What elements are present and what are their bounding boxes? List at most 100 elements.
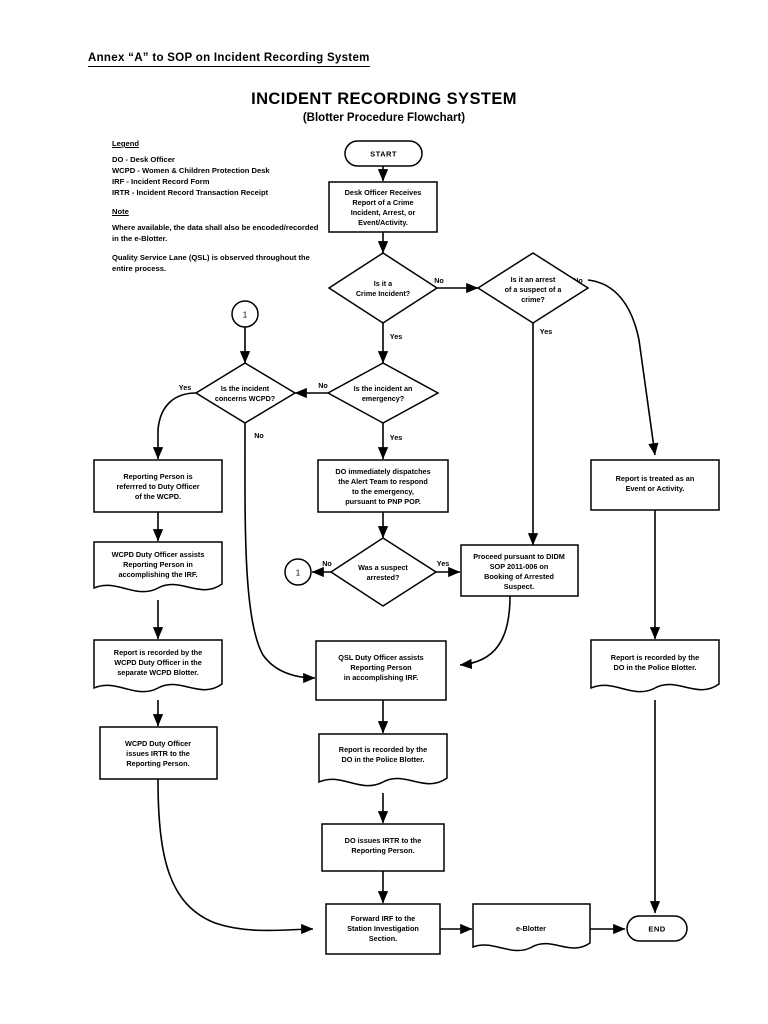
legend-entry: WCPD - Women & Children Protection Desk bbox=[112, 166, 270, 175]
node-start[interactable]: START bbox=[344, 140, 423, 167]
node-didm-line4: Suspect. bbox=[504, 582, 534, 591]
node-wcpdblot-line2: WCPD Duty Officer in the bbox=[114, 658, 202, 667]
node-receive-line3: Incident, Arrest, or bbox=[351, 208, 416, 217]
edge-label-emergency-no: No bbox=[318, 381, 328, 390]
node-forward-irf[interactable]: Forward IRF to the Station Investigation… bbox=[325, 903, 441, 955]
node-decision-emergency[interactable]: Is the incident an emergency? bbox=[326, 362, 440, 424]
node-decision-wcpd[interactable]: Is the incident concerns WCPD? bbox=[194, 362, 297, 424]
node-suspect-line1: Was a suspect bbox=[358, 563, 408, 572]
node-crime-line1: Is it a bbox=[374, 279, 393, 288]
node-wcpd-issues-irtr[interactable]: WCPD Duty Officer issues IRTR to the Rep… bbox=[99, 726, 218, 780]
node-blotcen-line1: Report is recorded by the bbox=[339, 745, 427, 754]
node-arrest-line3: crime? bbox=[521, 295, 545, 304]
node-event-activity[interactable]: Report is treated as an Event or Activit… bbox=[590, 459, 720, 511]
edge-label-crime-no: No bbox=[434, 276, 444, 285]
edge-label-arrest-yes: Yes bbox=[540, 327, 552, 336]
legend-block: Legend DO - Desk Officer WCPD - Women & … bbox=[112, 138, 327, 274]
note-text: Quality Service Lane (QSL) is observed t… bbox=[112, 253, 310, 273]
node-wcpd-line2: concerns WCPD? bbox=[215, 394, 275, 403]
node-forward-line3: Section. bbox=[369, 934, 397, 943]
annex-header: Annex “A” to SOP on Incident Recording S… bbox=[88, 52, 370, 67]
node-emergency-line2: emergency? bbox=[362, 394, 404, 403]
note-text: Where available, the data shall also be … bbox=[112, 223, 319, 243]
node-dispatch-line3: to the emergency, bbox=[352, 487, 414, 496]
node-wcpd-line1: Is the incident bbox=[221, 384, 270, 393]
node-start-label: START bbox=[370, 150, 397, 159]
node-wcpd-blotter-record[interactable]: Report is recorded by the WCPD Duty Offi… bbox=[93, 639, 223, 693]
node-refer-line3: of the WCPD. bbox=[135, 492, 181, 501]
node-crime-line2: Crime Incident? bbox=[356, 289, 410, 298]
node-forward-line1: Forward IRF to the bbox=[351, 914, 415, 923]
node-refer-line1: Reporting Person is bbox=[123, 472, 192, 481]
node-didm-booking[interactable]: Proceed pursuant to DIDM SOP 2011-006 on… bbox=[460, 544, 579, 597]
node-wcpdirf-line3: accomplishing the IRF. bbox=[118, 570, 197, 579]
node-blotter-record-center[interactable]: Report is recorded by the DO in the Poli… bbox=[318, 733, 448, 787]
legend-entry: DO - Desk Officer bbox=[112, 155, 175, 164]
node-receive-line2: Report of a Crime bbox=[352, 198, 413, 207]
title-main: INCIDENT RECORDING SYSTEM bbox=[251, 90, 517, 108]
node-refer-line2: referrred to Duty Officer bbox=[116, 482, 199, 491]
node-wcpdirtr-line3: Reporting Person. bbox=[126, 759, 189, 768]
node-wcpdirf-line1: WCPD Duty Officer assists bbox=[112, 550, 205, 559]
node-event-line2: Event or Activity. bbox=[626, 484, 685, 493]
node-suspect-line2: arrested? bbox=[367, 573, 400, 582]
node-didm-line2: SOP 2011-006 on bbox=[490, 562, 549, 571]
title-subtitle: (Blotter Procedure Flowchart) bbox=[302, 112, 466, 124]
edge-label-wcpd-no: No bbox=[254, 431, 264, 440]
node-connector-mid-label: 1 bbox=[296, 569, 301, 578]
legend-entry: IRTR - Incident Record Transaction Recei… bbox=[112, 188, 269, 197]
node-dispatch-line1: DO immediately dispatches bbox=[335, 467, 430, 476]
node-connector-one-top[interactable]: 1 bbox=[231, 300, 259, 328]
node-end[interactable]: END bbox=[626, 915, 688, 942]
node-wcpdirtr-line2: issues IRTR to the bbox=[126, 749, 190, 758]
node-qsl-assists-irf[interactable]: QSL Duty Officer assists Reporting Perso… bbox=[315, 640, 447, 701]
node-arrest-line1: Is it an arrest bbox=[511, 275, 556, 284]
node-blotright-line1: Report is recorded by the bbox=[611, 653, 699, 662]
node-didm-line1: Proceed pursuant to DIDM bbox=[473, 552, 565, 561]
node-dispatch-line2: the Alert Team to respond bbox=[338, 477, 428, 486]
node-blotright-line2: DO in the Police Blotter. bbox=[613, 663, 696, 672]
node-eblotter[interactable]: e-Blotter bbox=[472, 903, 591, 952]
node-forward-line2: Station Investigation bbox=[347, 924, 419, 933]
node-decision-arrest[interactable]: Is it an arrest of a suspect of a crime? bbox=[476, 252, 590, 324]
node-receive-line4: Event/Activity. bbox=[358, 218, 408, 227]
edge-label-arrest-no: No bbox=[573, 276, 583, 285]
edge-label-suspect-no: No bbox=[322, 559, 332, 568]
node-qsl-line3: in accomplishing IRF. bbox=[344, 673, 419, 682]
node-receive-report[interactable]: Desk Officer Receives Report of a Crime … bbox=[328, 181, 438, 233]
legend-heading: Legend bbox=[112, 139, 140, 148]
node-didm-line3: Booking of Arrested bbox=[484, 572, 554, 581]
node-qsl-line2: Reporting Person bbox=[350, 663, 411, 672]
edge-label-crime-yes: Yes bbox=[390, 332, 402, 341]
node-wcpdblot-line1: Report is recorded by the bbox=[114, 648, 202, 657]
edge-label-suspect-yes: Yes bbox=[437, 559, 449, 568]
node-doirtr-line2: Reporting Person. bbox=[351, 846, 414, 855]
node-qsl-line1: QSL Duty Officer assists bbox=[338, 653, 423, 662]
node-wcpdirf-line2: Reporting Person in bbox=[123, 560, 193, 569]
page-title: INCIDENT RECORDING SYSTEM (Blotter Proce… bbox=[0, 90, 768, 124]
node-eblotter-label: e-Blotter bbox=[516, 924, 546, 933]
node-doirtr-line1: DO issues IRTR to the bbox=[345, 836, 422, 845]
node-arrest-line2: of a suspect of a bbox=[505, 285, 563, 294]
node-emergency-line1: Is the incident an bbox=[354, 384, 413, 393]
node-wcpdblot-line3: separate WCPD Blotter. bbox=[117, 668, 199, 677]
node-connector-top-label: 1 bbox=[243, 311, 248, 320]
legend-entry: IRF - Incident Record Form bbox=[112, 177, 210, 186]
node-decision-crime-incident[interactable]: Is it a Crime Incident? bbox=[327, 252, 439, 324]
node-blotter-record-right[interactable]: Report is recorded by the DO in the Poli… bbox=[590, 639, 720, 693]
node-wcpd-assists-irf[interactable]: WCPD Duty Officer assists Reporting Pers… bbox=[93, 541, 223, 593]
node-refer-wcpd[interactable]: Reporting Person is referrred to Duty Of… bbox=[93, 459, 223, 513]
edge-label-emergency-yes: Yes bbox=[390, 433, 402, 442]
flow-edge-labels: No Yes No Yes Yes No No Yes No Yes bbox=[179, 276, 584, 568]
edge-label-wcpd-yes: Yes bbox=[179, 383, 191, 392]
note-heading: Note bbox=[112, 207, 129, 216]
node-blotcen-line2: DO in the Police Blotter. bbox=[341, 755, 424, 764]
node-end-label: END bbox=[648, 925, 665, 934]
node-dispatch-alert-team[interactable]: DO immediately dispatches the Alert Team… bbox=[317, 459, 449, 513]
node-connector-one-mid[interactable]: 1 bbox=[284, 558, 312, 586]
node-do-issues-irtr[interactable]: DO issues IRTR to the Reporting Person. bbox=[321, 823, 445, 872]
node-decision-suspect-arrested[interactable]: Was a suspect arrested? bbox=[329, 537, 438, 607]
node-wcpdirtr-line1: WCPD Duty Officer bbox=[125, 739, 191, 748]
